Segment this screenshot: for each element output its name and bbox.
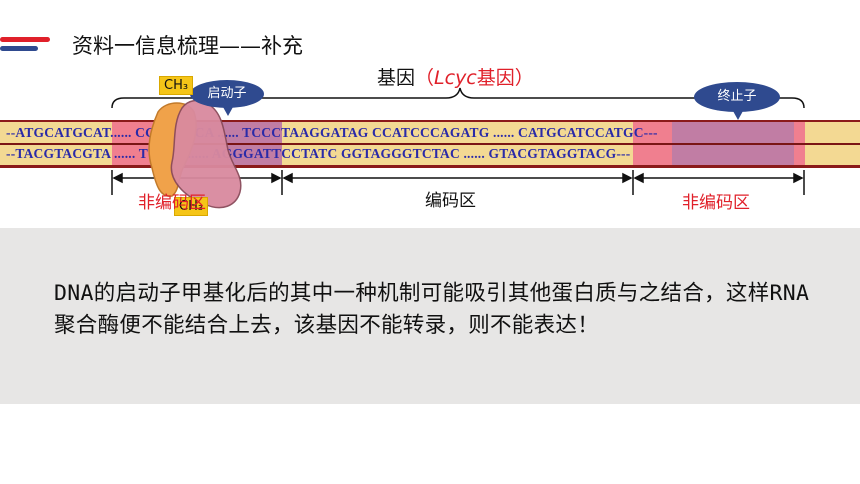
- gene-label-close-paren: ）: [514, 67, 534, 89]
- dna-top-border: [0, 120, 860, 123]
- info-text: DNA的启动子甲基化后的其中一种机制可能吸引其他蛋白质与之结合，这样RNA聚合酶…: [54, 281, 810, 338]
- promoter-callout-label: 启动子: [207, 86, 247, 101]
- methyl-group-bottom: CH₃: [174, 197, 209, 216]
- dna-bottom-border: [0, 165, 860, 168]
- decoration-bar-blue: [0, 46, 38, 51]
- gene-brace: [111, 87, 805, 109]
- terminator-callout: 终止子: [694, 82, 780, 120]
- left-noncoding-label: 非编码区: [138, 193, 206, 213]
- right-region-arrow: [633, 170, 805, 195]
- info-box: [0, 228, 860, 404]
- decoration-bar-red: [0, 37, 50, 42]
- gene-label-open-paren: （: [415, 67, 435, 89]
- methyl-group-top: CH₃: [159, 76, 194, 95]
- right-noncoding-label: 非编码区: [682, 193, 750, 213]
- gene-label-italic: Lcyc: [434, 67, 477, 89]
- coding-region-arrow: [282, 170, 634, 195]
- gene-label-prefix: 基因: [377, 67, 416, 89]
- coding-region-label: 编码区: [425, 191, 476, 211]
- gene-label-suffix: 基因: [476, 67, 515, 89]
- promoter-callout: 启动子: [190, 80, 264, 116]
- dna-middle-line: [0, 143, 860, 145]
- gene-label: 基因（Lcyc基因）: [377, 63, 534, 90]
- terminator-callout-label: 终止子: [717, 89, 757, 104]
- page-title: 资料一信息梳理——补充: [72, 34, 303, 58]
